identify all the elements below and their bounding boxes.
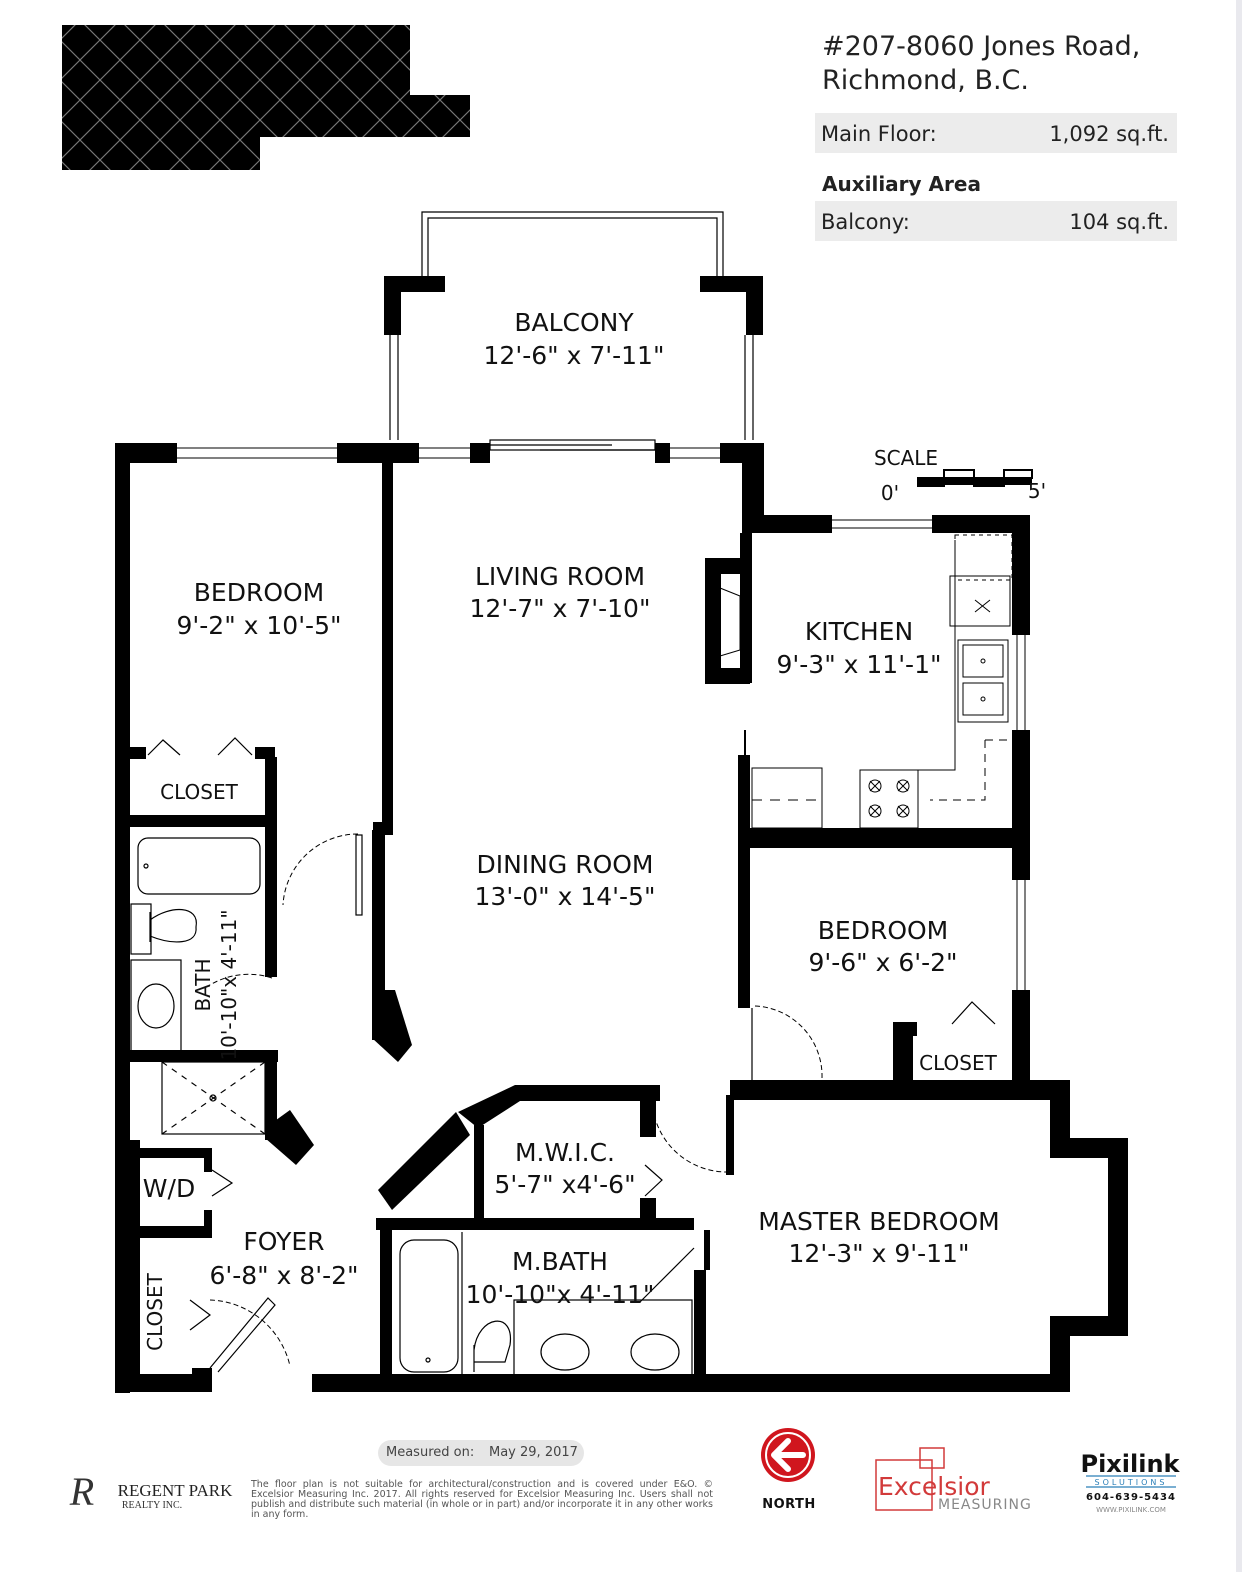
- measured-on-badge: Measured on: May 29, 2017: [378, 1440, 584, 1466]
- address-line-1: #207-8060 Jones Road,: [822, 31, 1141, 62]
- foyer-dims: 6'-8" x 8'-2": [209, 1261, 358, 1290]
- north-label: NORTH: [762, 1497, 816, 1512]
- mwic-dims: 5'-7" x4'-6": [494, 1170, 635, 1199]
- bedroom-2-dims: 9'-6" x 6'-2": [808, 948, 957, 977]
- measured-on-date: May 29, 2017: [489, 1445, 578, 1460]
- regent-park-logo: R REGENT PARK REALTY INC.: [69, 1469, 233, 1514]
- pixilink-name: Pixilink: [1080, 1450, 1180, 1478]
- scale-start: 0': [881, 481, 899, 505]
- closet-1-name: CLOSET: [160, 780, 238, 804]
- dining-room-name: DINING ROOM: [476, 850, 653, 879]
- excelsior-logo: Excelsior MEASURING: [875, 1447, 1032, 1513]
- pixilink-web: WWW.PIXILINK.COM: [1096, 1506, 1166, 1514]
- key-plan-icon: [62, 25, 470, 170]
- bath-label-group: BATH 10'-10"x 4'-11": [191, 909, 241, 1060]
- bedroom-1-name: BEDROOM: [194, 578, 325, 607]
- master-bath-name: M.BATH: [512, 1247, 608, 1276]
- closet-3-name: CLOSET: [143, 1272, 167, 1350]
- master-bedroom-left-wall: [726, 1095, 734, 1175]
- closet-2-name: CLOSET: [919, 1051, 997, 1075]
- regent-park-sub: REALTY INC.: [122, 1500, 182, 1511]
- closet-doors: [147, 737, 996, 1331]
- master-bath-dims: 10'-10"x 4'-11": [466, 1280, 655, 1309]
- balcony-area-value: 104 sq.ft.: [1069, 210, 1169, 234]
- balcony-dims: 12'-6" x 7'-11": [484, 341, 665, 370]
- balcony-railing: [389, 211, 754, 440]
- living-room-name: LIVING ROOM: [475, 562, 645, 591]
- scale-end: 5': [1028, 479, 1046, 503]
- interior-walls: [128, 455, 1060, 1388]
- kitchen-fixtures: [719, 534, 1013, 830]
- exterior-walls: [115, 443, 1128, 1393]
- main-floor-value: 1,092 sq.ft.: [1049, 122, 1169, 146]
- foyer-name: FOYER: [243, 1227, 324, 1256]
- scale-title: SCALE: [874, 446, 938, 470]
- bath-dims: 10'-10"x 4'-11": [217, 909, 241, 1060]
- mwic-name: M.W.I.C.: [515, 1138, 615, 1167]
- washer-dryer-label: W/D: [143, 1174, 195, 1203]
- excelsior-name: Excelsior: [878, 1472, 990, 1501]
- pixilink-phone: 604-639-5434: [1086, 1492, 1176, 1503]
- windows: [177, 447, 1122, 1316]
- balcony-name: BALCONY: [514, 308, 634, 337]
- address-line-2: Richmond, B.C.: [822, 65, 1029, 96]
- kitchen-name: KITCHEN: [805, 617, 913, 646]
- balcony-wall-left: [384, 276, 445, 335]
- bedroom-1-dims: 9'-2" x 10'-5": [176, 611, 341, 640]
- bath-name: BATH: [191, 958, 215, 1011]
- bath-fixtures: [130, 837, 695, 1378]
- pixilink-sub: SOLUTIONS: [1095, 1478, 1168, 1487]
- regent-park-name: REGENT PARK: [118, 1481, 233, 1500]
- main-floor-label: Main Floor:: [821, 122, 937, 146]
- scale-bar: SCALE 0' 5': [874, 446, 1046, 505]
- door-swings: [209, 833, 823, 1367]
- master-bedroom-dims: 12'-3" x 9'-11": [789, 1239, 970, 1268]
- auxiliary-area-title: Auxiliary Area: [822, 172, 981, 196]
- disclaimer-text: The floor plan is not suitable for archi…: [251, 1479, 713, 1520]
- property-address: #207-8060 Jones Road, Richmond, B.C.: [822, 30, 1140, 98]
- excelsior-sub: MEASURING: [938, 1497, 1032, 1513]
- balcony-area-row: Balcony: 104 sq.ft.: [815, 201, 1177, 241]
- regent-park-monogram-icon: R: [69, 1469, 94, 1514]
- pixilink-logo: Pixilink SOLUTIONS 604-639-5434 WWW.PIXI…: [1080, 1450, 1180, 1514]
- measured-on-label: Measured on:: [386, 1445, 475, 1460]
- dining-room-dims: 13'-0" x 14'-5": [475, 882, 656, 911]
- north-arrow-icon: [761, 1428, 815, 1482]
- kitchen-dims: 9'-3" x 11'-1": [776, 650, 941, 679]
- balcony-wall-right: [700, 276, 763, 335]
- master-bedroom-left-wall-lower: [704, 1230, 710, 1270]
- master-bedroom-name: MASTER BEDROOM: [758, 1207, 999, 1236]
- closet-3-label-group: CLOSET: [143, 1272, 167, 1350]
- balcony-area-label: Balcony:: [821, 210, 910, 234]
- bedroom-2-name: BEDROOM: [818, 916, 949, 945]
- door-leaves: [209, 834, 753, 1373]
- main-floor-area-row: Main Floor: 1,092 sq.ft.: [815, 113, 1177, 153]
- balcony-sliding-door: [489, 439, 656, 451]
- living-room-dims: 12'-7" x 7'-10": [470, 594, 651, 623]
